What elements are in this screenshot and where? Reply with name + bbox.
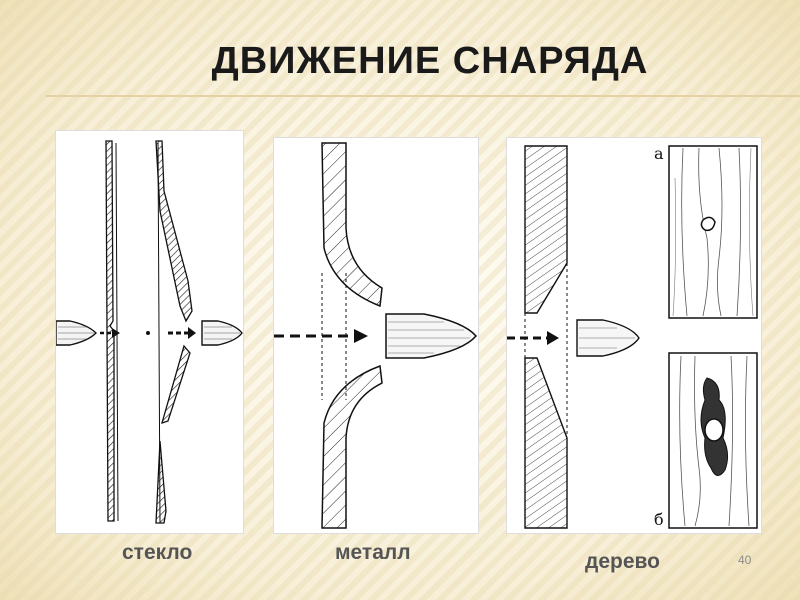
page-number: 40 xyxy=(738,553,752,567)
wood-illustration: а б xyxy=(506,137,762,534)
wood-exit-view xyxy=(668,352,758,529)
bullet-left xyxy=(56,320,97,346)
caption-wood: дерево xyxy=(585,550,660,573)
metal-plate xyxy=(321,142,383,529)
label-b: б xyxy=(654,510,664,529)
metal-illustration xyxy=(273,137,479,534)
wood-board-section xyxy=(524,145,568,529)
slide-title: ДВИЖЕНИЕ СНАРЯДА xyxy=(211,40,649,82)
bullet-right xyxy=(201,320,243,346)
trajectory-arrow xyxy=(100,327,196,339)
title-divider xyxy=(45,95,800,97)
caption-glass: стекло xyxy=(122,541,193,564)
bullet xyxy=(576,319,640,357)
caption-metal: металл xyxy=(335,541,411,564)
label-a: а xyxy=(654,144,664,163)
glass-pane-right xyxy=(155,140,193,524)
trajectory-arrow xyxy=(274,329,368,343)
bullet xyxy=(385,313,477,359)
trajectory-arrow xyxy=(507,331,559,345)
wood-entry-view xyxy=(668,145,758,319)
glass-illustration xyxy=(55,130,244,534)
